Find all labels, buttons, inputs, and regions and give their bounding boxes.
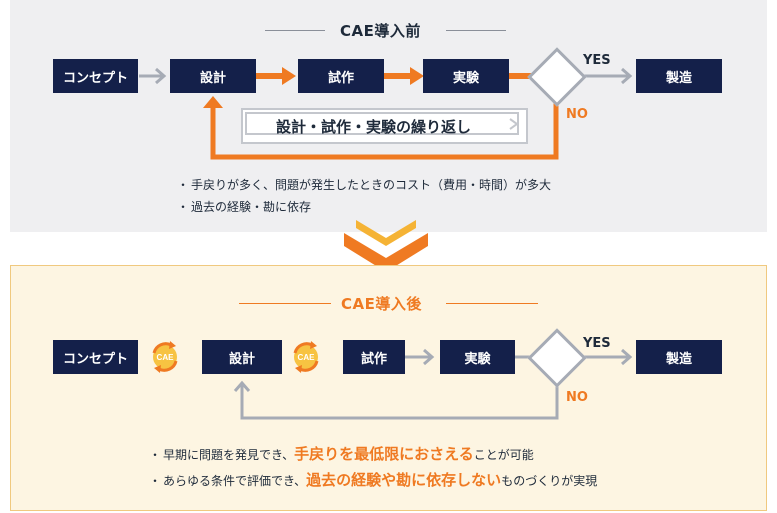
before-step-concept: コンセプト bbox=[53, 59, 138, 93]
after-step-concept: コンセプト bbox=[53, 340, 138, 374]
before-bullet: ・過去の経験・勘に依存 bbox=[177, 200, 312, 214]
title-rule-right bbox=[446, 30, 506, 31]
cae-cycle-icon: CAE bbox=[149, 341, 181, 373]
after-step-prototype: 試作 bbox=[343, 340, 405, 374]
loop-arrowhead bbox=[203, 96, 223, 108]
after-step-design: 設計 bbox=[202, 340, 282, 374]
before-step-prototype: 試作 bbox=[298, 59, 384, 93]
after-bullet: ・早期に問題を発見でき、手戻りを最低限におさえることが可能 bbox=[149, 445, 534, 463]
before-yes-label: YES bbox=[583, 53, 611, 68]
loop-label-text: 設計・試作・実験の繰り返し bbox=[276, 117, 472, 136]
before-bullet: ・手戻りが多く、問題が発生したときのコスト（費用・時間）が多大 bbox=[177, 178, 552, 192]
before-bullet-text: 手戻りが多く、問題が発生したときのコスト（費用・時間）が多大 bbox=[191, 178, 552, 192]
before-bullets: ・手戻りが多く、問題が発生したときのコスト（費用・時間）が多大 ・過去の経験・勘… bbox=[177, 174, 551, 218]
after-bullet2-highlight: 過去の経験や勘に依存しない bbox=[306, 471, 502, 489]
after-title-rule-left bbox=[239, 303, 331, 304]
after-no-label: NO bbox=[566, 390, 588, 405]
before-step-experiment: 実験 bbox=[423, 59, 509, 93]
loop-label: 設計・試作・実験の繰り返し bbox=[276, 111, 552, 141]
after-bullet2-pre: あらゆる条件で評価でき、 bbox=[163, 474, 307, 488]
after-bullet1-highlight: 手戻りを最低限におさえる bbox=[294, 445, 474, 463]
after-bullet1-post: ことが可能 bbox=[473, 448, 534, 462]
after-title: CAE導入後 bbox=[341, 295, 422, 313]
after-bullets: ・早期に問題を発見でき、手戻りを最低限におさえることが可能 ・あらゆる条件で評価… bbox=[149, 441, 597, 493]
after-yes-label: YES bbox=[583, 336, 611, 351]
cae-badge-text: CAE bbox=[298, 353, 316, 362]
cae-badge-text: CAE bbox=[157, 353, 175, 362]
after-panel bbox=[10, 265, 767, 511]
after-step-manufacturing: 製造 bbox=[636, 340, 722, 374]
before-no-label: NO bbox=[566, 107, 588, 122]
before-step-design: 設計 bbox=[170, 59, 256, 93]
after-step-experiment: 実験 bbox=[440, 340, 515, 374]
after-bullet1-pre: 早期に問題を発見でき、 bbox=[163, 448, 295, 462]
cae-cycle-icon: CAE bbox=[290, 341, 322, 373]
before-title: CAE導入前 bbox=[340, 22, 421, 40]
title-rule-left bbox=[265, 30, 325, 31]
after-bullet: ・あらゆる条件で評価でき、過去の経験や勘に依存しないものづくりが実現 bbox=[149, 471, 598, 489]
before-bullet-text: 過去の経験・勘に依存 bbox=[191, 200, 312, 214]
after-title-rule-right bbox=[446, 303, 538, 304]
before-step-manufacturing: 製造 bbox=[636, 59, 722, 93]
after-bullet2-post: ものづくりが実現 bbox=[501, 474, 598, 488]
